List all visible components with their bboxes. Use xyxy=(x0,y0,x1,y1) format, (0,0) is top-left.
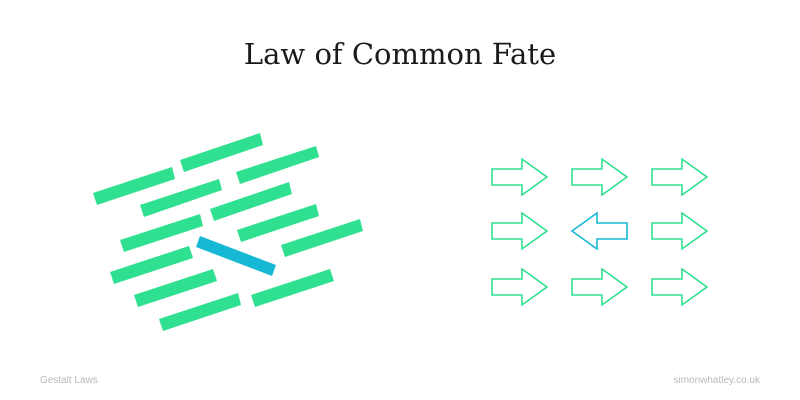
green-bar xyxy=(93,167,175,205)
green-bar xyxy=(180,133,263,172)
green-bar xyxy=(120,214,203,252)
green-bar xyxy=(236,146,319,184)
right-arrow-icon xyxy=(491,268,548,306)
left-arrow-icon xyxy=(571,212,628,250)
green-bars xyxy=(93,133,363,331)
right-arrow-icon xyxy=(571,158,628,196)
green-bar xyxy=(281,219,363,257)
green-bar xyxy=(110,246,193,284)
green-bar xyxy=(251,269,334,307)
right-arrow-icon xyxy=(571,268,628,306)
right-arrow-icon xyxy=(651,268,708,306)
page-title: Law of Common Fate xyxy=(243,37,557,71)
green-bar xyxy=(159,293,241,331)
right-arrow-icon xyxy=(491,212,548,250)
footer-site-label: simonwhatley.co.uk xyxy=(673,375,760,386)
green-bar xyxy=(140,179,222,217)
footer-series-label: Gestalt Laws xyxy=(40,375,98,386)
green-bar xyxy=(134,269,217,307)
right-arrow-icon xyxy=(651,158,708,196)
blue-bar xyxy=(196,236,276,276)
green-bar xyxy=(210,182,292,221)
right-arrow-icon xyxy=(651,212,708,250)
right-arrow-icon xyxy=(491,158,548,196)
green-bar xyxy=(237,204,319,242)
